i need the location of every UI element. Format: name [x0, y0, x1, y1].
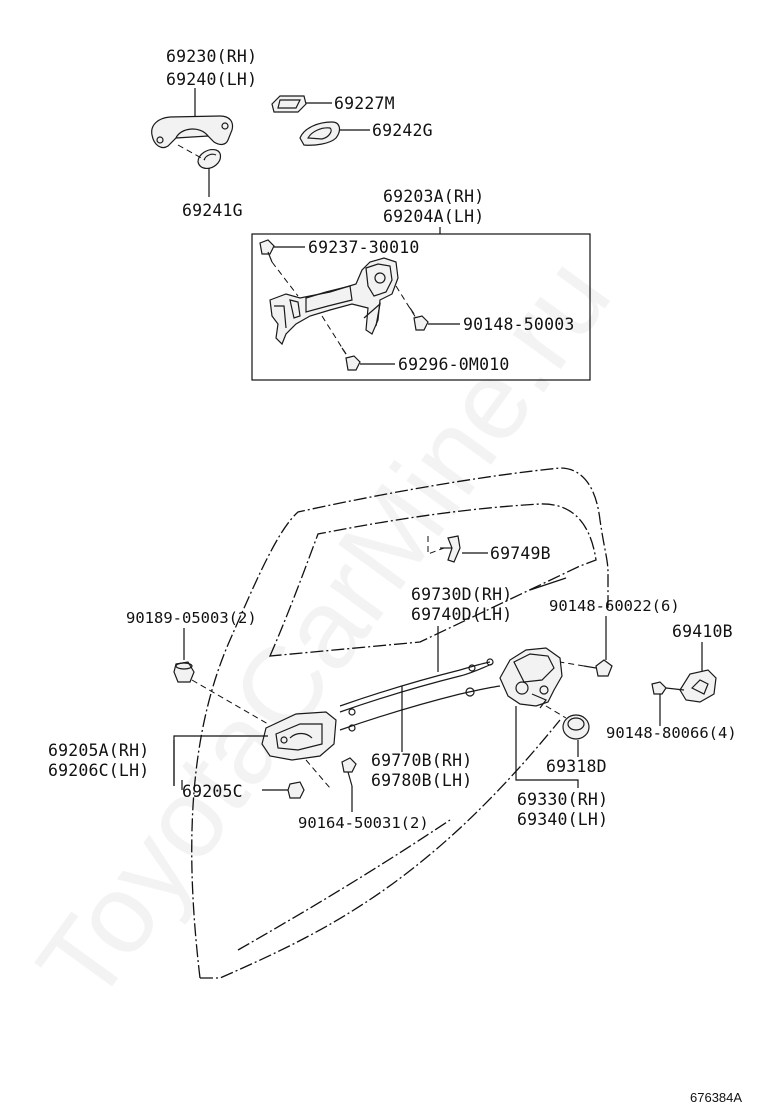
grommet-90189[interactable] — [173, 661, 195, 683]
screw-69237[interactable] — [259, 239, 275, 263]
label-90164-50031: 90164-50031(2) — [298, 814, 429, 832]
dash-handle-pad — [177, 144, 206, 161]
screw-90148-80066[interactable] — [651, 681, 685, 695]
label-69240-lh: 69240(LH) — [166, 70, 257, 89]
pad-69227m[interactable] — [271, 95, 307, 113]
frame-69203a[interactable] — [269, 257, 399, 346]
label-90189-05003: 90189-05003(2) — [126, 609, 257, 627]
label-69237-30010: 69237-30010 — [308, 238, 419, 257]
label-69241g: 69241G — [182, 201, 243, 220]
frame-assembly-box — [251, 233, 591, 381]
pad-69242g[interactable] — [299, 121, 341, 146]
dash-inner-handle — [305, 759, 331, 789]
label-69770b-rh: 69770B(RH) — [371, 751, 472, 770]
label-69318d: 69318D — [546, 757, 607, 776]
watermark: ToyotaCarMine.ru — [13, 236, 634, 1025]
outer-door-handle[interactable] — [151, 115, 234, 149]
door-outline — [191, 467, 609, 979]
screw-90148-60022[interactable] — [583, 659, 613, 677]
leader-69730d-right — [529, 577, 567, 591]
pad-69241g[interactable] — [197, 149, 222, 169]
dash-screw-69237 — [271, 261, 299, 297]
label-69242g: 69242G — [372, 121, 433, 140]
bolt-69296[interactable] — [341, 347, 361, 371]
dash-screw-lock — [559, 661, 585, 667]
label-69227m: 69227M — [334, 94, 395, 113]
dash-clip — [427, 536, 445, 555]
dash-frame-bolt-lower — [321, 315, 347, 355]
label-69330-rh: 69330(RH) — [517, 790, 608, 809]
label-90148-60022: 90148-60022(6) — [549, 597, 680, 615]
bolt-90148-50003[interactable] — [409, 307, 429, 331]
label-69340-lh: 69340(LH) — [517, 810, 608, 829]
label-90148-80066: 90148-80066(4) — [606, 724, 737, 742]
label-69203a-rh: 69203A(RH) — [383, 187, 484, 206]
cable-69730d[interactable] — [339, 658, 494, 713]
screw-90164-50031[interactable] — [341, 757, 357, 787]
clip-69749b[interactable] — [440, 535, 461, 563]
striker-69410b[interactable] — [679, 669, 717, 703]
label-69730d-rh: 69730D(RH) — [411, 585, 512, 604]
label-69204a-lh: 69204A(LH) — [383, 207, 484, 226]
label-69205c: 69205C — [182, 782, 243, 801]
label-69410b: 69410B — [672, 622, 733, 641]
label-69780b-lh: 69780B(LH) — [371, 771, 472, 790]
cable-69770b[interactable] — [339, 685, 501, 732]
label-69205a-rh: 69205A(RH) — [48, 741, 149, 760]
dash-cap — [545, 705, 567, 719]
inner-door-handle[interactable] — [261, 711, 337, 761]
bezel-69205c[interactable] — [287, 781, 305, 799]
label-69206c-lh: 69206C(LH) — [48, 761, 149, 780]
door-lock-assembly[interactable] — [499, 647, 563, 709]
label-69296-0m010: 69296-0M010 — [398, 355, 509, 374]
dash-grommet — [191, 679, 269, 725]
reference-code: 676384A — [690, 1090, 742, 1105]
label-69230-rh: 69230(RH) — [166, 47, 257, 66]
label-69740d-lh: 69740D(LH) — [411, 605, 512, 624]
leader-69330 — [515, 706, 579, 788]
label-69749b: 69749B — [490, 544, 551, 563]
cap-69318d[interactable] — [562, 714, 590, 740]
label-90148-50003: 90148-50003 — [463, 315, 574, 334]
